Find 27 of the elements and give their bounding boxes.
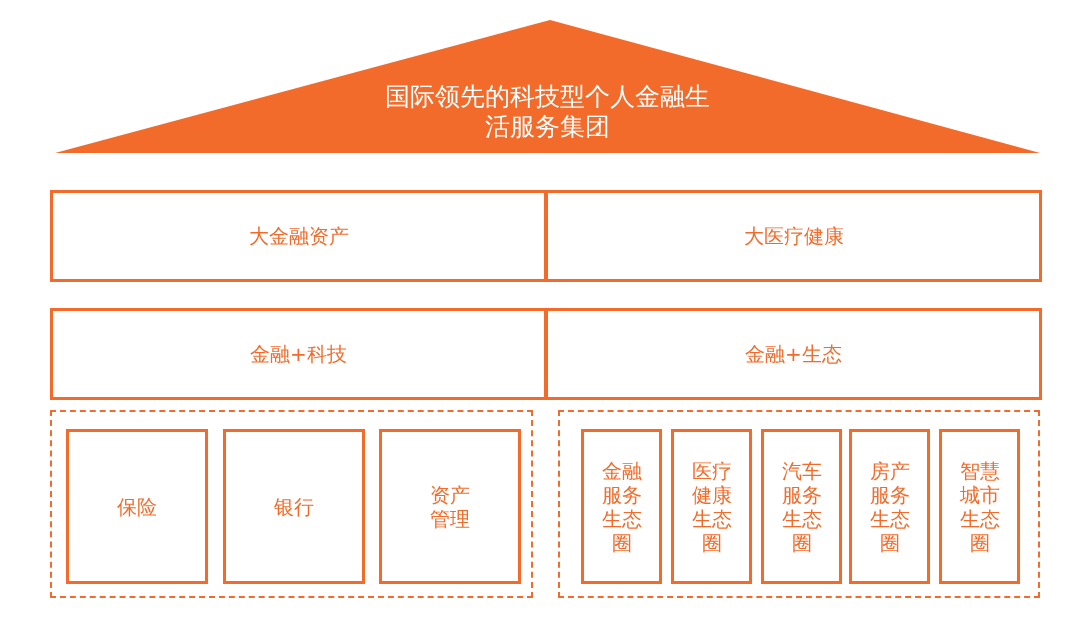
category-box (50, 308, 547, 400)
category-label: 汽车服务生态圈 (780, 458, 823, 555)
category-box (849, 429, 930, 584)
category-label: 房产服务生态圈 (868, 458, 911, 555)
category-label: 保险 (117, 494, 157, 519)
category-box (671, 429, 752, 584)
category-box (581, 429, 662, 584)
category-box (939, 429, 1020, 584)
category-label: 医疗健康生态圈 (690, 458, 733, 555)
category-label: 智慧城市生态圈 (958, 458, 1001, 555)
category-box (223, 429, 365, 584)
category-label: 金融服务生态圈 (600, 458, 643, 555)
category-box (545, 190, 1042, 282)
category-label: 金融+生态 (745, 342, 842, 366)
category-label: 大金融资产 (248, 224, 349, 248)
category-label: 大医疗健康 (743, 224, 844, 248)
roof-title: 国际领先的科技型个人金融生活服务集团 (384, 81, 711, 142)
category-label: 资产管理 (429, 482, 471, 531)
category-box (379, 429, 521, 584)
category-box (50, 190, 547, 282)
category-label: 银行 (274, 494, 314, 519)
category-box (761, 429, 842, 584)
dashed-group-frame (558, 410, 1040, 598)
dashed-group-frame (50, 410, 533, 598)
category-label: 金融+科技 (250, 342, 347, 366)
roof-triangle (55, 20, 1040, 153)
category-box (66, 429, 208, 584)
